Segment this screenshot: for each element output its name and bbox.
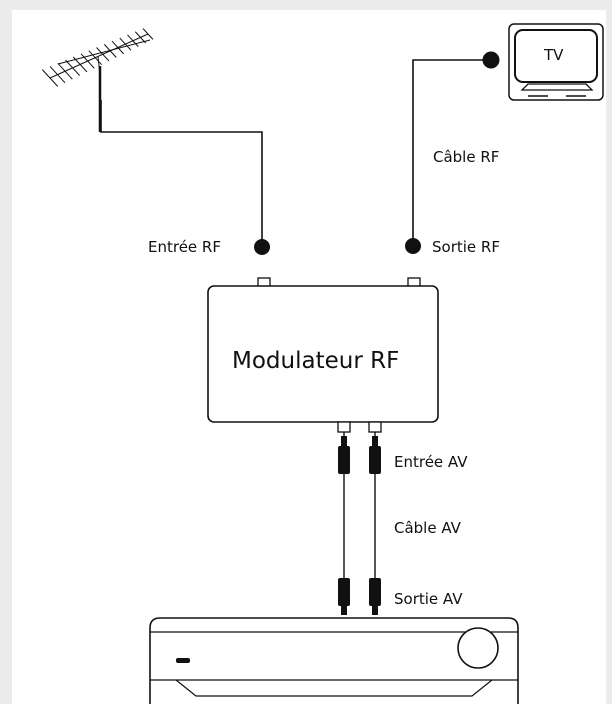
receiver-knob-icon [457,627,499,669]
antenna-element [65,59,81,76]
rf-input-plug [254,239,270,255]
antenna-element [49,66,66,84]
antenna-element [80,53,95,69]
receiver-icon [149,617,519,704]
av-input-plugs [338,436,381,474]
receiver-led-icon [176,658,190,663]
rf-cable-label: Câble RF [433,148,500,166]
antenna-element [142,28,154,40]
modulator-label: Modulateur RF [232,348,400,374]
antenna-element [119,37,132,51]
av-output-label: Sortie AV [394,590,463,608]
antenna-element [127,34,139,47]
antenna-element [88,50,103,66]
av-cable-label: Câble AV [394,519,461,537]
tv-label: TV [544,46,564,64]
rf-cable [412,59,490,246]
antenna-element [134,31,146,44]
rf-output-label: Sortie RF [432,238,500,256]
antenna-cable [100,100,263,247]
antenna-element [72,56,88,73]
tv-icon [508,23,604,101]
rf-input-label: Entrée RF [148,238,221,256]
antenna-element [103,44,117,58]
antenna-element [41,69,59,87]
antenna-element [57,62,73,80]
av-output-plugs [338,578,381,615]
modulator-box [207,277,439,433]
antenna-element [111,40,125,55]
antenna-icon [41,28,154,132]
av-input-label: Entrée AV [394,453,468,471]
rf-output-plug [405,238,421,254]
tv-plug [482,51,500,69]
antenna-element [96,47,110,62]
